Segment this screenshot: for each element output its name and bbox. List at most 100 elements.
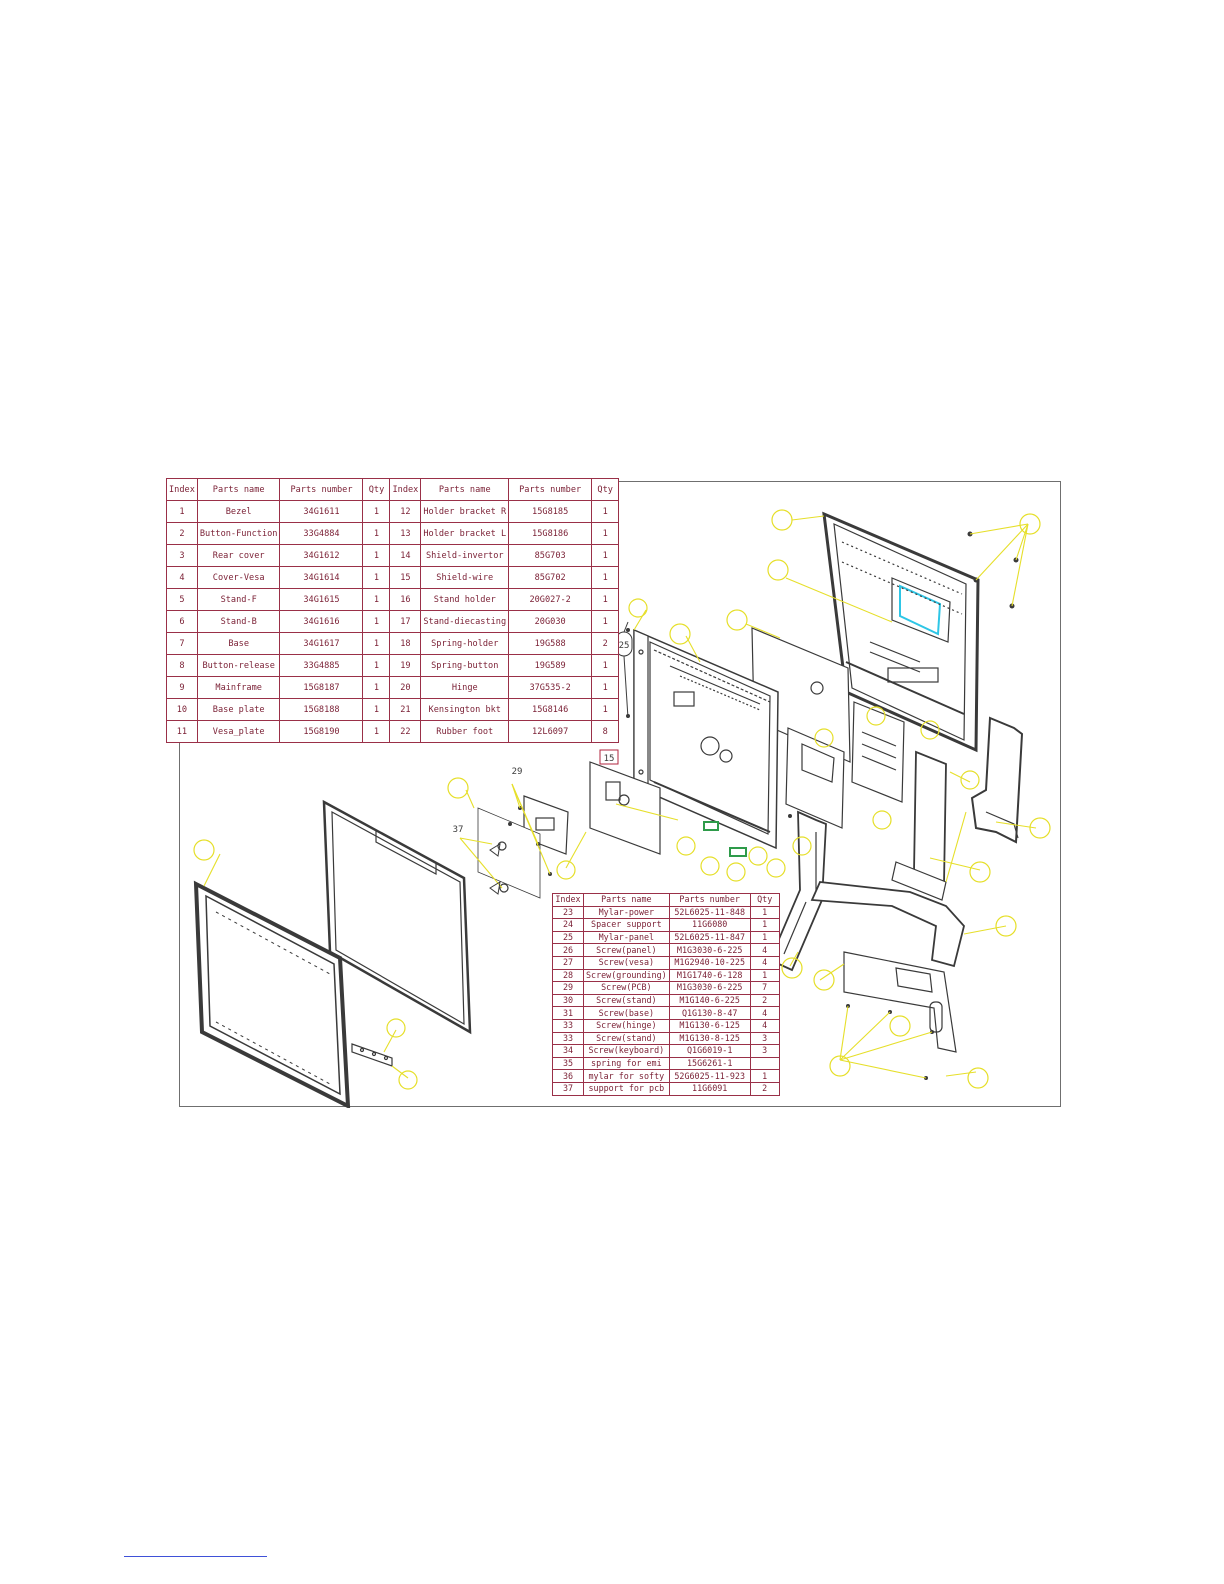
cell: 1 (749, 1069, 780, 1083)
cell: M1G1740-6-128 (668, 968, 751, 983)
cell: M1G140-6-225 (668, 993, 751, 1008)
header-parts-name: Parts name (583, 893, 670, 907)
cell: Mylar-power (583, 905, 670, 920)
cell: 52L6025-11-847 (668, 930, 751, 945)
cell: 34G1617 (279, 632, 364, 655)
holder-bracket (633, 629, 649, 796)
cell: Screw(vesa) (583, 955, 670, 970)
table-row: 3 Rear cover 34G1612 1 14 Shield-inverto… (166, 544, 620, 567)
cell: 7 (749, 981, 780, 995)
cell: 1 (749, 968, 780, 983)
cell: 24 (552, 918, 584, 932)
stand-f (768, 810, 827, 972)
base (810, 881, 965, 968)
cell: 34 (552, 1044, 584, 1058)
cell: 18 (389, 632, 422, 655)
cell: 1 (362, 610, 391, 633)
cell: Screw(grounding) (583, 968, 670, 983)
cell: Hinge (420, 676, 510, 699)
cell: 33G4884 (279, 522, 364, 545)
table-row: 11 Vesa_plate 15G8190 1 22 Rubber foot 1… (166, 720, 620, 743)
cell: M1G3030-6-225 (668, 981, 751, 995)
cell: 15 (389, 566, 422, 589)
cell: Button-release (196, 654, 281, 677)
cell: 1 (749, 905, 780, 920)
cell: 34G1611 (279, 500, 364, 523)
cell: 11G6080 (668, 918, 751, 932)
cell: 1 (591, 676, 620, 699)
header-parts-number-1: Parts number (279, 478, 364, 501)
cell: Rubber foot (420, 720, 510, 743)
cell: Screw(base) (583, 1006, 670, 1020)
cell: Bezel (196, 500, 281, 523)
part-labels: 25 15 29 37 (453, 621, 633, 895)
table-row: 1 Bezel 34G1611 1 12 Holder bracket R 15… (166, 500, 620, 523)
cell: 6 (166, 610, 198, 633)
table-row: 7 Base 34G1617 1 18 Spring-holder 19G588… (166, 632, 620, 655)
cell: 17 (389, 610, 422, 633)
bezel (193, 880, 351, 1108)
cell: 1 (362, 566, 391, 589)
cell: 8 (591, 720, 620, 743)
control-board (851, 701, 905, 803)
cell: 2 (749, 993, 780, 1008)
header-qty-1: Qty (362, 478, 391, 501)
cell: 27 (552, 955, 584, 970)
cell: Mylar-panel (583, 930, 670, 945)
cell: 15G8186 (508, 522, 593, 545)
cell: 3 (166, 544, 198, 567)
cell: 5 (166, 588, 198, 611)
footer-link-underline[interactable] (124, 1556, 267, 1557)
cell: Spring-button (420, 654, 510, 677)
cell: Base plate (196, 698, 281, 721)
cell: 2 (166, 522, 198, 545)
callout-37: 37 (453, 825, 464, 835)
lcd-panel (322, 799, 472, 1035)
cell: 15G8146 (508, 698, 593, 721)
header-index-2: Index (389, 478, 422, 501)
cell: 23 (552, 905, 584, 920)
cell: 19G589 (508, 654, 593, 677)
cell: 22 (389, 720, 422, 743)
cell: 2 (591, 632, 620, 655)
cell: 1 (362, 676, 391, 699)
cell: Screw(PCB) (583, 981, 670, 995)
table-row: 9 Mainframe 15G8187 1 20 Hinge 37G535-2 … (166, 676, 620, 699)
stand-diecasting (891, 750, 947, 901)
cell (749, 1056, 780, 1071)
cell: 1 (362, 544, 391, 567)
cell: 10 (166, 698, 198, 721)
cell: support for pcb (583, 1081, 670, 1096)
cell: 3 (749, 1031, 780, 1046)
cell: 16 (389, 588, 422, 611)
header-parts-name-1: Parts name (196, 478, 281, 501)
cell: Button-Function (196, 522, 281, 545)
cell: 14 (389, 544, 422, 567)
cell: 1 (591, 588, 620, 611)
cell: 15G6261-1 (668, 1056, 751, 1071)
callout-15: 15 (604, 754, 615, 764)
cell: 8 (166, 654, 198, 677)
callouts (193, 509, 1051, 1090)
cell: M1G3030-6-225 (668, 943, 751, 957)
cell: Screw(stand) (583, 1031, 670, 1046)
cell: 11G6091 (668, 1081, 751, 1096)
header-qty: Qty (749, 893, 780, 907)
cell: 20G027-2 (508, 588, 593, 611)
cell: 15G8187 (279, 676, 364, 699)
cell: 15G8188 (279, 698, 364, 721)
cell: 15G8190 (279, 720, 364, 743)
cell: 1 (362, 654, 391, 677)
cell: Shield-wire (420, 566, 510, 589)
cell: 35 (552, 1056, 584, 1071)
cell: 1 (362, 698, 391, 721)
cell: Mainframe (196, 676, 281, 699)
